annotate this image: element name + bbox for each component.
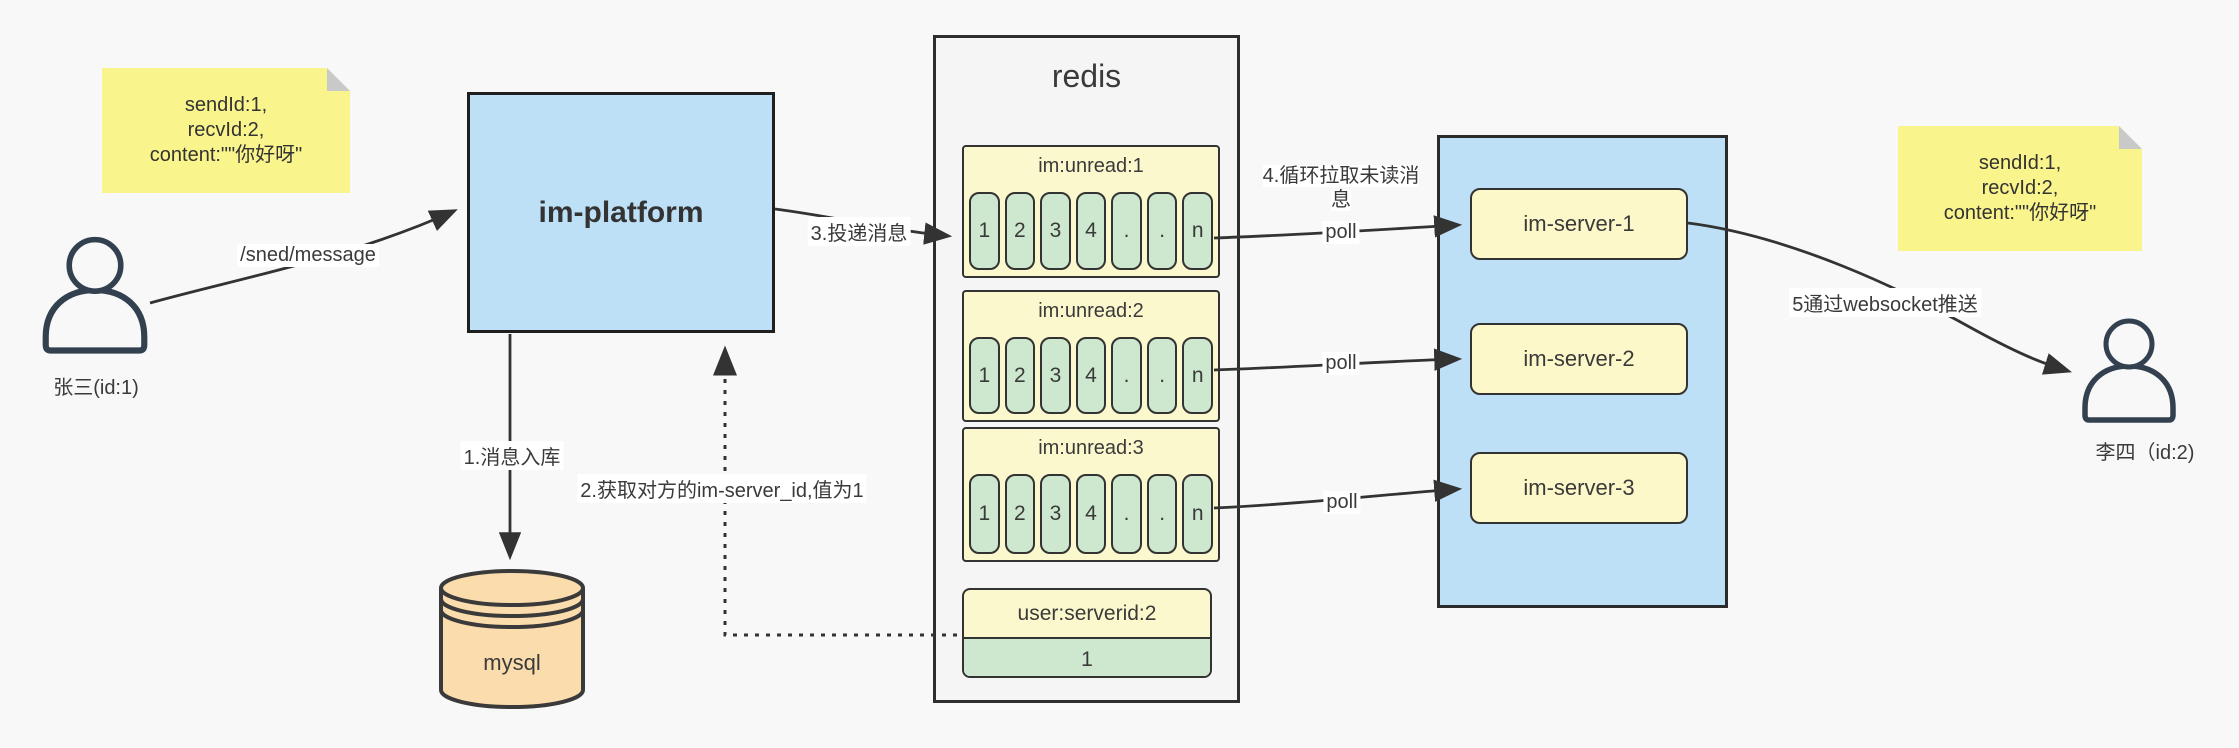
note-line: content:""你好呀" [1943,202,2097,224]
queue-cells: 1 2 3 4 . . n [969,474,1214,554]
queue-cell: . [1146,192,1178,270]
edge-label-store: 1.消息入库 [460,441,564,470]
queue-cell: 2 [1004,474,1036,554]
kv-value: 1 [964,637,1210,676]
mysql-label: mysql [483,650,541,675]
queue-cell: 1 [969,337,1000,414]
im-server-2-node: im-server-2 [1470,323,1688,395]
queue-cell: n [1182,337,1214,414]
edge-label-send: /sned/message [237,244,379,267]
queue-title: im:unread:3 [1038,437,1144,459]
queue-title: im:unread:2 [1038,300,1144,322]
queue-cell: . [1146,337,1178,414]
queue-cell: 4 [1075,337,1107,414]
edge-label-deliver: 3.投递消息 [807,217,911,246]
sticky-note-right: sendId:1, recvId:2, content:""你好呀" [1898,126,2142,251]
note-line: recvId:2, [1981,177,2059,199]
im-server-1-node: im-server-1 [1470,188,1688,260]
redis-title: redis [1051,58,1122,94]
edge-label-push: 5通过websocket推送 [1789,288,1981,317]
im-platform-label: im-platform [538,195,704,229]
note-line: content:""你好呀" [149,144,303,166]
user-icon-receiver [2082,318,2176,423]
kv-title: user:serverid:2 [1017,601,1157,625]
queue-cell: . [1146,474,1178,554]
user-icon-sender [42,236,148,354]
redis-kv-user-serverid: user:serverid:2 1 [962,588,1212,678]
queue-cell: 4 [1075,474,1107,554]
receiver-label: 李四（id:2) [2095,442,2195,464]
edge-label-pull: 4.循环拉取未读消息 [1262,165,1420,211]
im-server-label: im-server-1 [1523,211,1635,236]
note-line: sendId:1, [184,94,268,116]
note-line: recvId:2, [187,119,265,141]
queue-cell: . [1111,337,1142,414]
sender-label: 张三(id:1) [53,377,139,399]
sticky-note-left: sendId:1, recvId:2, content:""你好呀" [102,68,350,193]
queue-cells: 1 2 3 4 . . n [969,192,1214,270]
edge-label-poll-2: poll [1322,352,1360,375]
redis-queue-unread-3: im:unread:3 1 2 3 4 . . n [962,427,1220,562]
redis-queue-unread-1: im:unread:1 1 2 3 4 . . n [962,145,1220,278]
queue-cells: 1 2 3 4 . . n [969,337,1214,414]
queue-cell: 3 [1040,192,1071,270]
database-cylinder-icon [439,569,585,709]
queue-cell: 3 [1040,337,1071,414]
im-server-label: im-server-3 [1523,475,1635,500]
note-line: sendId:1, [1978,152,2062,174]
redis-queue-unread-2: im:unread:2 1 2 3 4 . . n [962,290,1220,422]
queue-cell: 1 [969,474,1000,554]
queue-cell: 3 [1040,474,1071,554]
queue-title: im:unread:1 [1038,155,1144,177]
im-platform-node: im-platform [467,92,775,333]
queue-cell: 2 [1004,337,1036,414]
queue-cell: 1 [969,192,1000,270]
queue-cell: . [1111,192,1142,270]
queue-cell: n [1182,474,1214,554]
edge-label-lookup: 2.获取对方的im-server_id,值为1 [577,474,867,503]
queue-cell: n [1182,192,1214,270]
edge-label-poll-1: poll [1322,221,1360,244]
im-server-3-node: im-server-3 [1470,452,1688,524]
im-server-label: im-server-2 [1523,346,1635,371]
queue-cell: 4 [1075,192,1107,270]
queue-cell: . [1111,474,1142,554]
queue-cell: 2 [1004,192,1036,270]
edge-label-poll-3: poll [1323,491,1361,514]
